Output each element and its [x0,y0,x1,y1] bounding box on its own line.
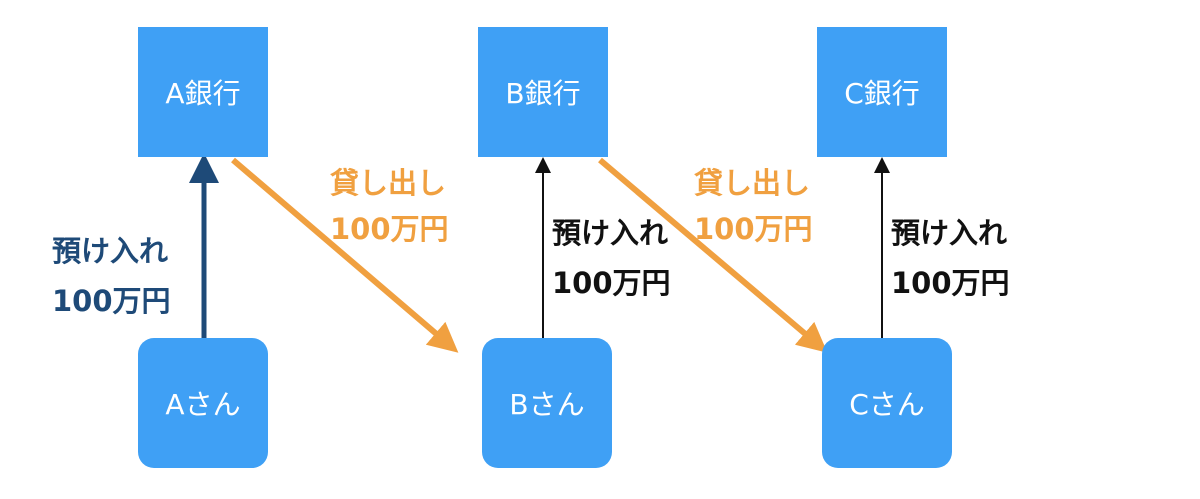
bank-b-label: B銀行 [505,77,581,110]
deposit-label-a: 預け入れ 100万円 [52,228,171,324]
bank-a-label: A銀行 [165,77,241,110]
person-a: Aさん [138,338,268,468]
person-b-label: Bさん [509,388,585,421]
bank-c-label: C銀行 [844,77,920,110]
deposit-label-c-line1: 預け入れ [891,216,1008,250]
bank-a: A銀行 [138,27,268,157]
loan-label-1-line1: 貸し出し [330,166,447,200]
person-b: Bさん [482,338,612,468]
loan-label-2-line1: 貸し出し [694,166,811,200]
loan-label-2-line2: 100万円 [694,212,813,246]
person-a-label: Aさん [165,388,241,421]
loan-label-a-to-b: 貸し出し 100万円 [330,160,449,252]
bank-c: C銀行 [817,27,947,157]
loan-label-1-line2: 100万円 [330,212,449,246]
deposit-label-c: 預け入れ 100万円 [891,210,1010,306]
deposit-label-a-line2: 100万円 [52,284,171,318]
deposit-label-b-line1: 預け入れ [552,216,669,250]
deposit-label-b: 預け入れ 100万円 [552,210,671,306]
deposit-label-b-line2: 100万円 [552,266,671,300]
loan-label-b-to-c: 貸し出し 100万円 [694,160,813,252]
loan-arrow-a-to-b [231,157,459,353]
person-c-label: Cさん [849,388,925,421]
deposit-label-c-line2: 100万円 [891,266,1010,300]
loan-arrow-b-to-c [598,157,828,353]
person-c: Cさん [822,338,952,468]
deposit-label-a-line1: 預け入れ [52,234,169,268]
bank-b: B銀行 [478,27,608,157]
